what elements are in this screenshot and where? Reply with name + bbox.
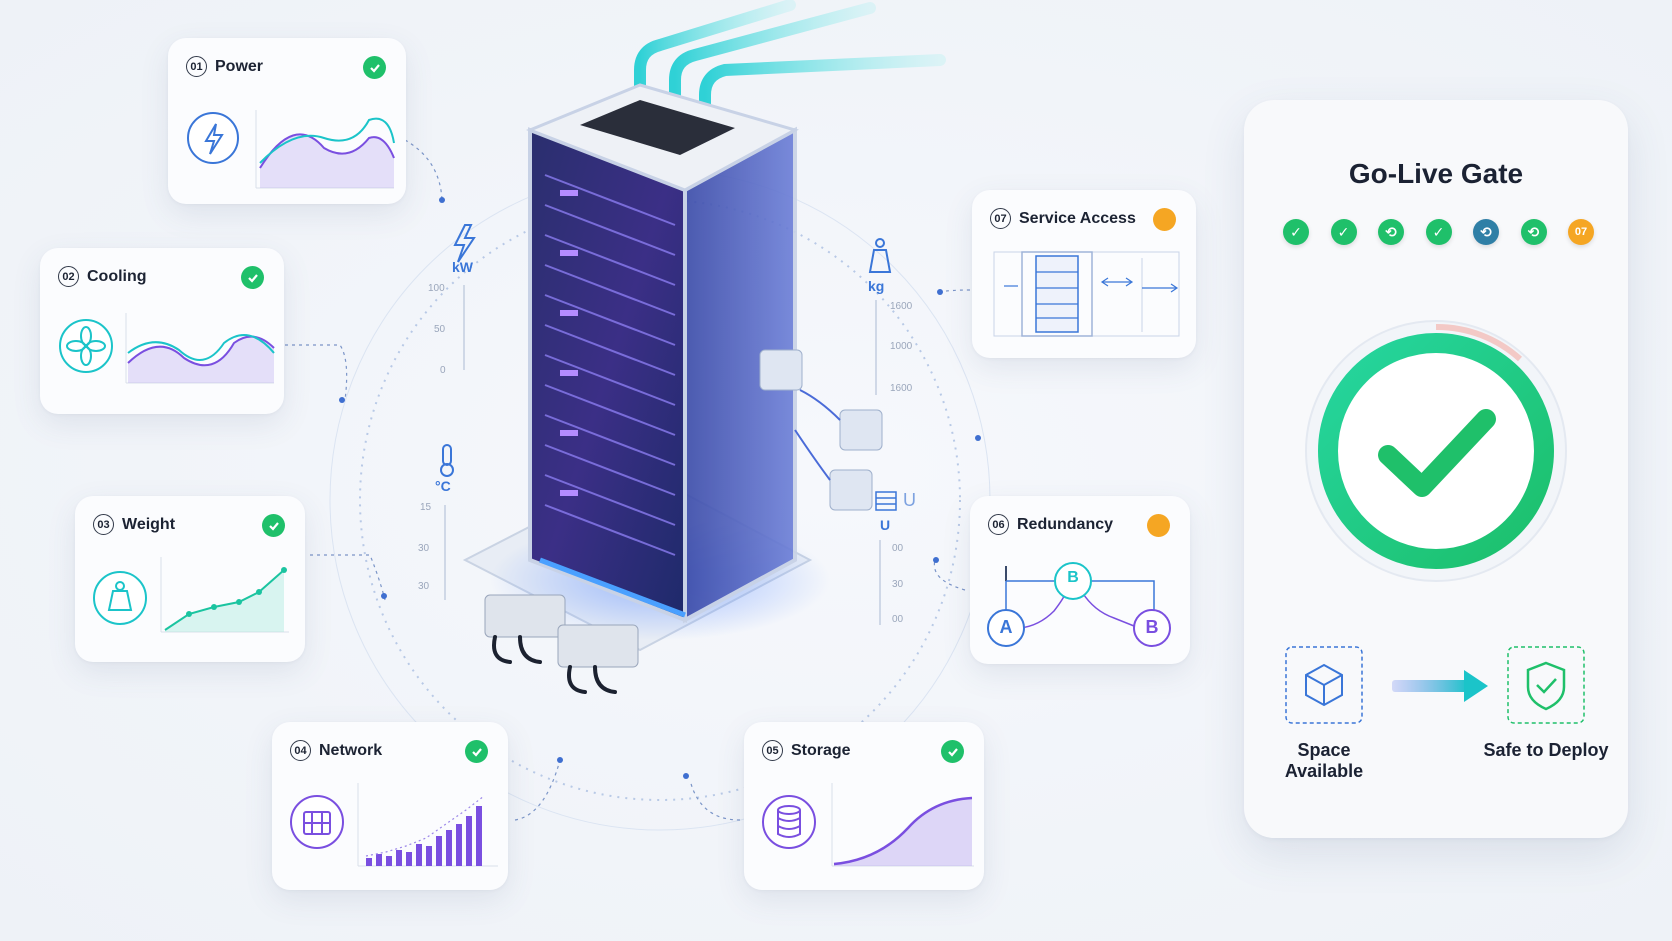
- temp-tick: 30: [418, 581, 430, 592]
- card-header: 03 Weight: [93, 514, 175, 535]
- check-card-redundancy[interactable]: 06 Redundancy B A B: [970, 496, 1190, 664]
- safe-to-deploy-box: [1507, 646, 1585, 724]
- thermometer-icon: [440, 444, 454, 477]
- rack-footprint-icon: [1035, 255, 1079, 333]
- card-title: Redundancy: [1017, 515, 1114, 533]
- status-check-icon: [363, 56, 386, 79]
- network-switch-icon: [303, 811, 331, 835]
- status-pending-icon: [1153, 208, 1176, 231]
- status-check-icon: [941, 740, 964, 763]
- go-live-status-ring: [1305, 320, 1567, 582]
- gauge-scales: [444, 285, 881, 625]
- card-header: 05 Storage: [762, 740, 851, 761]
- card-title: Power: [215, 57, 264, 75]
- weight-tick: 1000: [890, 341, 913, 352]
- gate-step-indicator: 07: [1568, 219, 1594, 245]
- card-number: 07: [990, 208, 1011, 229]
- service-access-diagram: [993, 251, 1180, 337]
- power-gauge-icon: [453, 224, 476, 263]
- lightning-icon: [204, 123, 224, 155]
- check-card-cooling[interactable]: 02 Cooling: [40, 248, 284, 414]
- check-card-network[interactable]: 04 Network: [272, 722, 508, 890]
- weight-icon: [107, 581, 133, 611]
- node-b-label: B: [1067, 569, 1079, 586]
- go-live-gate-panel: Go-Live Gate ✓ ✓ ⟲ ✓ ⟲ ⟲ 07 Space Available: [1244, 100, 1628, 838]
- temp-tick: 30: [418, 543, 430, 554]
- deploy-arrow-icon: [1392, 670, 1488, 702]
- server-rack: [484, 83, 883, 694]
- check-card-storage[interactable]: 05 Storage: [744, 722, 984, 890]
- power-chart: [187, 110, 395, 189]
- card-header: 01 Power: [186, 56, 263, 77]
- card-title: Service Access: [1019, 209, 1136, 227]
- rack-gauge-unit: U: [880, 517, 891, 533]
- node-a-label: A: [999, 617, 1013, 637]
- gate-step-indicator: ⟲: [1378, 219, 1404, 245]
- node-b2-label: B: [1145, 617, 1159, 637]
- card-number: 06: [988, 514, 1009, 535]
- space-available-label: Space Available: [1284, 740, 1364, 781]
- power-gauge-unit: kW: [452, 259, 473, 275]
- card-number: 03: [93, 514, 114, 535]
- power-tick: 0: [440, 365, 446, 376]
- weight-tick: 1600: [890, 383, 913, 394]
- safe-to-deploy-label: Safe to Deploy: [1483, 740, 1609, 760]
- check-card-service-access[interactable]: 07 Service Access: [972, 190, 1196, 358]
- gate-step-indicator: ⟲: [1520, 219, 1547, 245]
- temp-tick: 15: [420, 502, 432, 513]
- weight-chart: [93, 557, 289, 633]
- coolant-pipes: [634, 0, 946, 146]
- card-number: 05: [762, 740, 783, 761]
- rack-unit-icon: [875, 491, 897, 511]
- big-check-icon: [1378, 409, 1496, 497]
- status-check-icon: [465, 740, 488, 763]
- gate-step-indicator: ✓: [1425, 219, 1452, 245]
- rack-tick: 00: [892, 614, 904, 625]
- card-header: 07 Service Access: [990, 208, 1136, 229]
- status-check-icon: [241, 266, 264, 289]
- card-header: 04 Network: [290, 740, 382, 761]
- gate-step-indicator: ✓: [1330, 219, 1357, 245]
- redundancy-diagram: [987, 562, 1171, 647]
- cube-icon: [1305, 663, 1343, 707]
- card-number: 04: [290, 740, 311, 761]
- connector-dots: [339, 197, 981, 779]
- card-header: 06 Redundancy: [988, 514, 1113, 535]
- rack-tick: 00: [892, 543, 904, 554]
- status-pending-icon: [1147, 514, 1170, 537]
- gate-step-indicator: ⟲: [1473, 219, 1499, 245]
- power-tick: 100: [428, 283, 445, 294]
- weight-gauge-unit: kg: [868, 278, 885, 294]
- check-card-weight[interactable]: 03 Weight: [75, 496, 305, 662]
- rack-gauge-unit-glyph: U: [903, 490, 916, 510]
- weight-tick: 1600: [890, 301, 913, 312]
- status-check-icon: [262, 514, 285, 537]
- card-header: 02 Cooling: [58, 266, 147, 287]
- cooling-chart: [59, 313, 275, 384]
- gate-step-indicator: ✓: [1283, 219, 1309, 245]
- card-title: Network: [319, 741, 383, 759]
- orbit-ring: [359, 199, 961, 801]
- card-title: Cooling: [87, 267, 147, 285]
- temp-gauge-unit: °C: [435, 478, 451, 494]
- network-chart: [290, 783, 498, 867]
- card-number: 02: [58, 266, 79, 287]
- database-icon: [777, 805, 801, 838]
- check-card-power[interactable]: 01 Power: [168, 38, 406, 204]
- gate-title: Go-Live Gate: [1348, 158, 1524, 189]
- weight-gauge-icon: [868, 238, 892, 273]
- storage-chart: [762, 783, 974, 867]
- card-number: 01: [186, 56, 207, 77]
- rack-tick: 30: [892, 579, 904, 590]
- power-tick: 50: [434, 324, 446, 335]
- shield-check-icon: [1526, 661, 1566, 711]
- fan-icon: [66, 326, 106, 366]
- space-available-box: [1285, 646, 1363, 724]
- card-title: Weight: [122, 515, 176, 533]
- card-title: Storage: [791, 741, 851, 759]
